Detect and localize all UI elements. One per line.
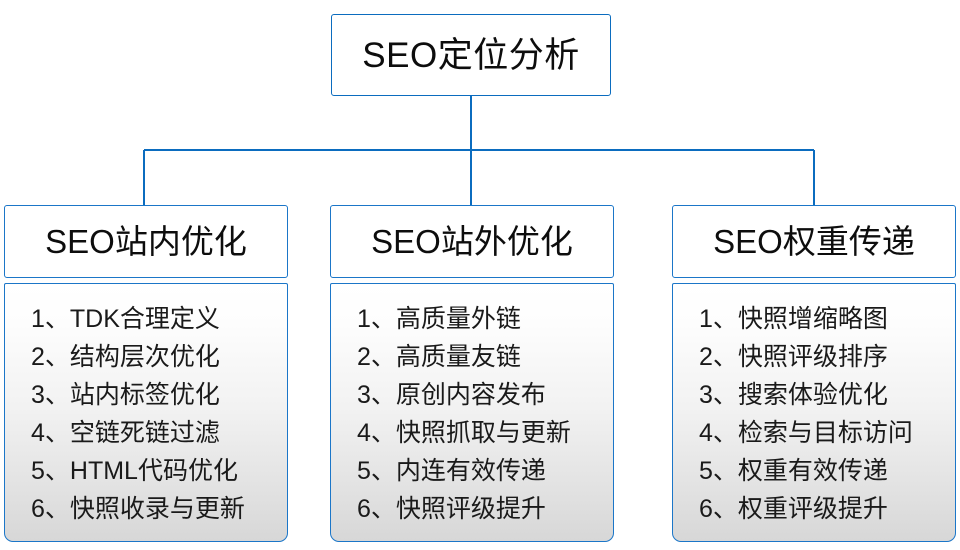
branch-header-3[interactable]: SEO权重传递 bbox=[672, 205, 956, 278]
branch-header-1[interactable]: SEO站内优化 bbox=[4, 205, 288, 278]
branch-list-2: 1、高质量外链 2、高质量友链 3、原创内容发布 4、快照抓取与更新 5、内连有… bbox=[331, 300, 613, 528]
list-item-number: 1、 bbox=[31, 305, 70, 333]
list-item: 5、HTML代码优化 bbox=[31, 452, 287, 490]
branch-list-1: 1、TDK合理定义 2、结构层次优化 3、站内标签优化 4、空链死链过滤 5、H… bbox=[5, 300, 287, 528]
list-item-number: 4、 bbox=[31, 419, 70, 447]
list-item: 3、站内标签优化 bbox=[31, 376, 287, 414]
list-item: 4、检索与目标访问 bbox=[699, 414, 955, 452]
branch-header-label-2: SEO站外优化 bbox=[371, 223, 573, 260]
list-item-number: 1、 bbox=[699, 305, 738, 333]
list-item-number: 6、 bbox=[699, 495, 738, 523]
list-item: 6、快照评级提升 bbox=[357, 490, 613, 528]
list-item-label: 检索与目标访问 bbox=[737, 419, 913, 447]
list-item: 4、空链死链过滤 bbox=[31, 414, 287, 452]
root-node[interactable]: SEO定位分析 bbox=[331, 14, 611, 96]
list-item-label: TDK合理定义 bbox=[69, 305, 220, 333]
list-item-label: 快照评级提升 bbox=[395, 495, 546, 523]
list-item-label: 快照抓取与更新 bbox=[395, 419, 571, 447]
list-item-label: 权重评级提升 bbox=[737, 495, 888, 523]
list-item: 3、搜索体验优化 bbox=[699, 376, 955, 414]
list-item-number: 3、 bbox=[357, 381, 396, 409]
list-item-number: 6、 bbox=[357, 495, 396, 523]
list-item-label: 快照增缩略图 bbox=[737, 305, 888, 333]
list-item-label: 站内标签优化 bbox=[69, 381, 220, 409]
list-item: 5、内连有效传递 bbox=[357, 452, 613, 490]
list-item-number: 5、 bbox=[31, 457, 70, 485]
branch-header-label-1: SEO站内优化 bbox=[45, 223, 247, 260]
list-item-number: 3、 bbox=[699, 381, 738, 409]
branch-body-2: 1、高质量外链 2、高质量友链 3、原创内容发布 4、快照抓取与更新 5、内连有… bbox=[330, 283, 614, 542]
list-item-number: 2、 bbox=[357, 343, 396, 371]
list-item-number: 3、 bbox=[31, 381, 70, 409]
branch-header-label-3: SEO权重传递 bbox=[713, 223, 915, 260]
list-item-label: 高质量外链 bbox=[395, 305, 521, 333]
list-item-label: 结构层次优化 bbox=[69, 343, 220, 371]
list-item-number: 2、 bbox=[699, 343, 738, 371]
list-item: 1、高质量外链 bbox=[357, 300, 613, 338]
list-item-label: 内连有效传递 bbox=[395, 457, 546, 485]
list-item: 6、快照收录与更新 bbox=[31, 490, 287, 528]
list-item-label: HTML代码优化 bbox=[69, 457, 238, 485]
branch-list-3: 1、快照增缩略图 2、快照评级排序 3、搜索体验优化 4、检索与目标访问 5、权… bbox=[673, 300, 955, 528]
list-item: 5、权重有效传递 bbox=[699, 452, 955, 490]
branch-column-1: SEO站内优化 1、TDK合理定义 2、结构层次优化 3、站内标签优化 4、空链… bbox=[4, 205, 288, 542]
list-item: 6、权重评级提升 bbox=[699, 490, 955, 528]
list-item-label: 快照收录与更新 bbox=[69, 495, 245, 523]
list-item-label: 原创内容发布 bbox=[395, 381, 546, 409]
root-node-label: SEO定位分析 bbox=[362, 35, 580, 75]
list-item: 2、高质量友链 bbox=[357, 338, 613, 376]
list-item-label: 搜索体验优化 bbox=[737, 381, 888, 409]
branch-body-3: 1、快照增缩略图 2、快照评级排序 3、搜索体验优化 4、检索与目标访问 5、权… bbox=[672, 283, 956, 542]
list-item: 2、快照评级排序 bbox=[699, 338, 955, 376]
list-item-label: 权重有效传递 bbox=[737, 457, 888, 485]
branch-header-2[interactable]: SEO站外优化 bbox=[330, 205, 614, 278]
list-item-label: 空链死链过滤 bbox=[69, 419, 220, 447]
branch-column-2: SEO站外优化 1、高质量外链 2、高质量友链 3、原创内容发布 4、快照抓取与… bbox=[330, 205, 614, 542]
list-item: 4、快照抓取与更新 bbox=[357, 414, 613, 452]
list-item: 3、原创内容发布 bbox=[357, 376, 613, 414]
branch-column-3: SEO权重传递 1、快照增缩略图 2、快照评级排序 3、搜索体验优化 4、检索与… bbox=[672, 205, 956, 542]
list-item: 1、TDK合理定义 bbox=[31, 300, 287, 338]
list-item-label: 快照评级排序 bbox=[737, 343, 888, 371]
list-item-number: 5、 bbox=[699, 457, 738, 485]
list-item: 2、结构层次优化 bbox=[31, 338, 287, 376]
list-item-number: 4、 bbox=[699, 419, 738, 447]
list-item-number: 2、 bbox=[31, 343, 70, 371]
list-item-number: 6、 bbox=[31, 495, 70, 523]
list-item-number: 4、 bbox=[357, 419, 396, 447]
branch-body-1: 1、TDK合理定义 2、结构层次优化 3、站内标签优化 4、空链死链过滤 5、H… bbox=[4, 283, 288, 542]
list-item-number: 1、 bbox=[357, 305, 396, 333]
list-item: 1、快照增缩略图 bbox=[699, 300, 955, 338]
list-item-number: 5、 bbox=[357, 457, 396, 485]
list-item-label: 高质量友链 bbox=[395, 343, 521, 371]
